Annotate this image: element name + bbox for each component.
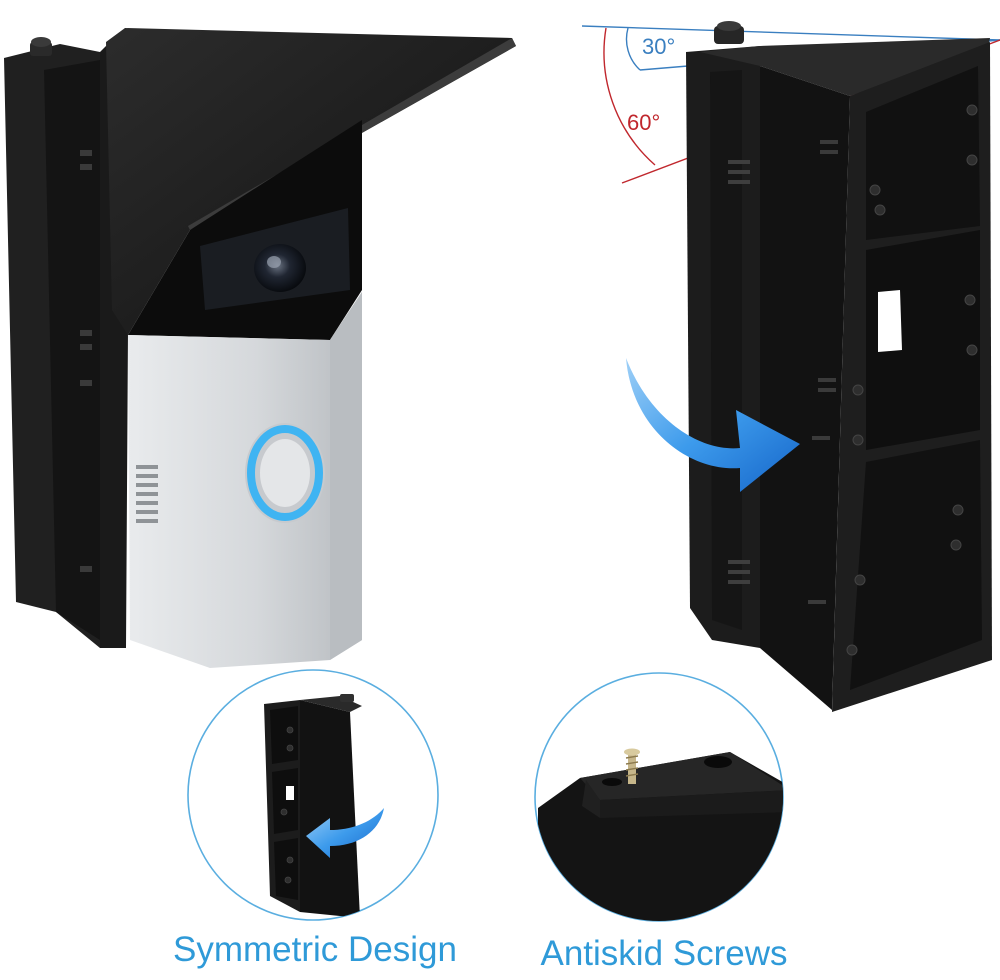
antiskid-screws-inset: [534, 672, 784, 922]
plate-slots: [80, 150, 92, 572]
angled-bracket: [581, 21, 1000, 712]
speaker-grille: [136, 465, 158, 523]
symmetric-design-inset: [187, 669, 439, 921]
right-plate-slots: [728, 160, 750, 584]
camera-lens: [254, 244, 306, 292]
antiskid-screw-icon: [624, 748, 640, 784]
doorbell-with-cover: [4, 28, 516, 668]
frame-holes: [846, 104, 978, 656]
doorbell-body: [128, 292, 362, 668]
angle-label-60: 60°: [627, 110, 661, 135]
caption-antiskid-screws: Antiskid Screws: [540, 934, 788, 973]
flip-arrow-icon: [306, 808, 384, 858]
caption-symmetric-design: Symmetric Design: [173, 930, 457, 969]
angle-label-30: 30°: [642, 34, 676, 59]
doorbell-ring-light: [247, 425, 323, 521]
rain-hood: [106, 28, 516, 335]
wire-hole: [878, 290, 902, 352]
rotate-arrow-icon: [626, 358, 800, 492]
